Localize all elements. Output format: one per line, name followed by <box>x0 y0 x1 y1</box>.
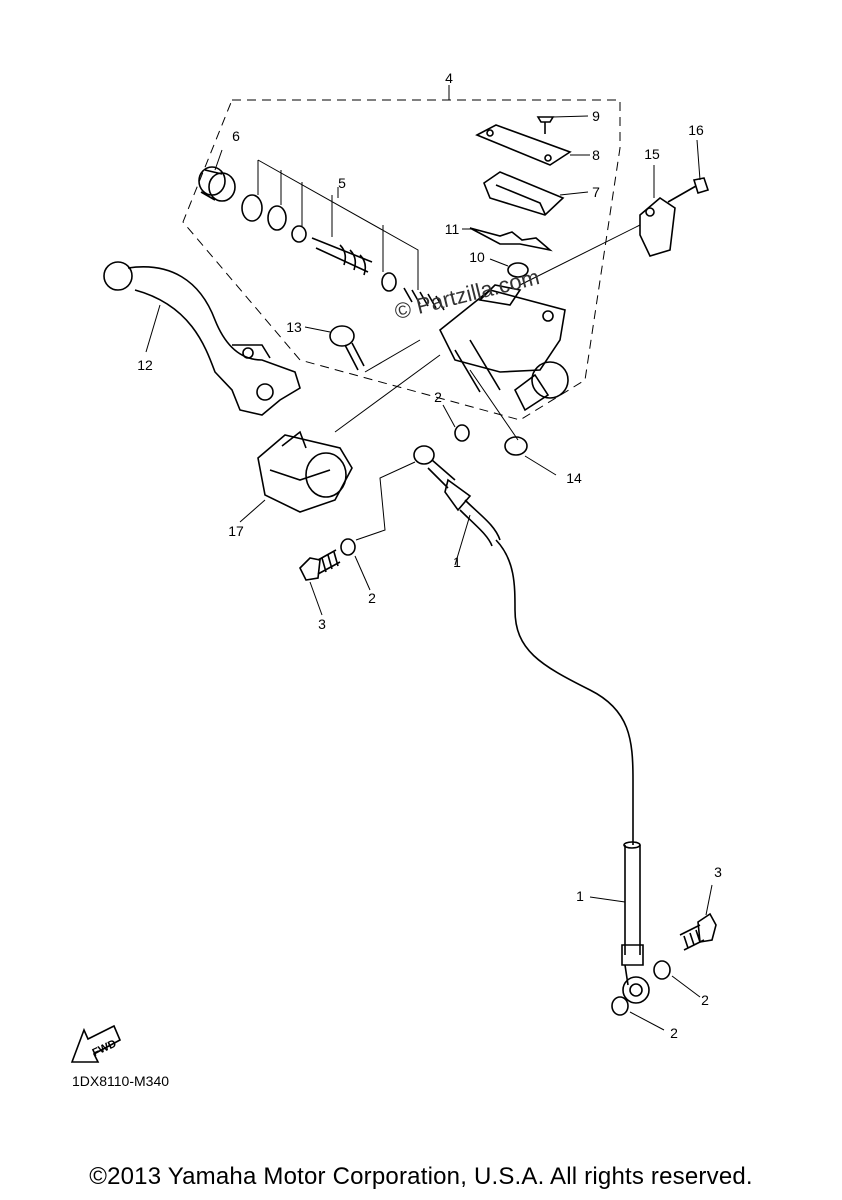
screw-9 <box>536 115 589 134</box>
callout-12: 12 <box>137 357 153 373</box>
callout-10: 10 <box>469 249 485 265</box>
callout-9: 9 <box>592 108 600 124</box>
callout-7: 7 <box>592 184 600 200</box>
hose <box>355 445 650 1004</box>
callout-13: 13 <box>286 319 302 335</box>
cap-14 <box>504 436 557 476</box>
diaphragm <box>483 171 589 216</box>
assembly-boundary <box>182 99 621 421</box>
callout-15: 15 <box>644 146 660 162</box>
grommet-10 <box>489 258 529 278</box>
callout-5: 5 <box>338 175 346 191</box>
washers <box>340 404 701 1031</box>
callout-14: 14 <box>566 470 582 486</box>
callout-1b: 1 <box>576 888 584 904</box>
callout-8: 8 <box>592 147 600 163</box>
callout-17: 17 <box>228 523 244 539</box>
callout-2d: 2 <box>670 1025 678 1041</box>
callout-3a: 3 <box>318 616 326 632</box>
callout-11: 11 <box>444 221 460 237</box>
pivot-bolt <box>304 325 421 373</box>
callout-16: 16 <box>688 122 704 138</box>
fwd-arrow: FWD <box>70 1024 122 1063</box>
bolt-16 <box>667 139 710 203</box>
callout-2c: 2 <box>701 992 709 1008</box>
banjo-bolts <box>299 549 717 951</box>
copyright-notice: ©2013 Yamaha Motor Corporation, U.S.A. A… <box>89 1163 753 1190</box>
bracket-15 <box>519 165 676 286</box>
callout-4: 4 <box>445 70 453 86</box>
callout-2a: 2 <box>434 389 442 405</box>
callout-3b: 3 <box>714 864 722 880</box>
piston-kit <box>241 159 445 311</box>
reservoir-cap <box>475 124 590 166</box>
callout-1a: 1 <box>453 554 461 570</box>
callout-2b: 2 <box>368 590 376 606</box>
fwd-label: FWD <box>91 1038 119 1059</box>
reference-code: 1DX8110-M340 <box>72 1073 170 1089</box>
holder-17 <box>239 354 441 523</box>
master-cylinder <box>438 284 569 441</box>
callout-6: 6 <box>232 128 240 144</box>
dust-boot <box>198 149 236 202</box>
plate-11 <box>462 227 553 252</box>
lever <box>103 261 301 416</box>
